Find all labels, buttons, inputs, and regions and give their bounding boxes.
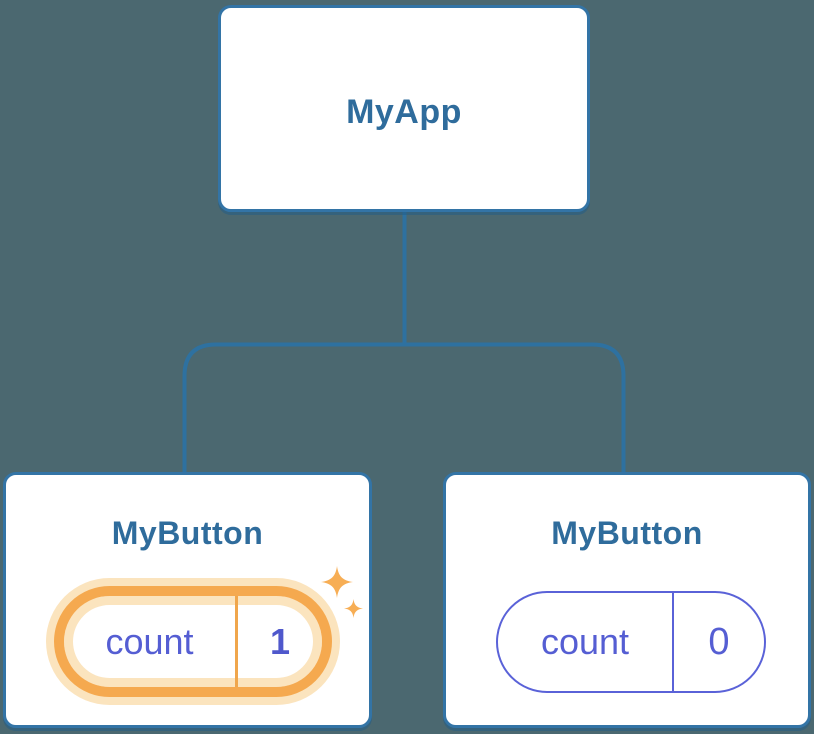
state-pill-right: count 0 — [496, 591, 766, 693]
state-value: 1 — [235, 596, 322, 687]
state-value: 0 — [672, 593, 764, 691]
node-mybutton-left-label: MyButton — [111, 515, 264, 551]
node-myapp: MyApp — [218, 5, 590, 212]
state-key-label: count — [540, 621, 630, 662]
state-pill-left: count 1 — [54, 586, 332, 697]
sparkles-icon — [321, 566, 363, 618]
node-myapp-label: MyApp — [346, 93, 462, 131]
state-key-label: count — [105, 620, 194, 662]
node-mybutton-right-label: MyButton — [551, 515, 703, 551]
state-pill-highlight-glow: count 1 — [46, 578, 340, 705]
node-mybutton-left: MyButton count 1 — [3, 472, 372, 728]
node-mybutton-right: MyButton count 0 — [443, 472, 811, 728]
